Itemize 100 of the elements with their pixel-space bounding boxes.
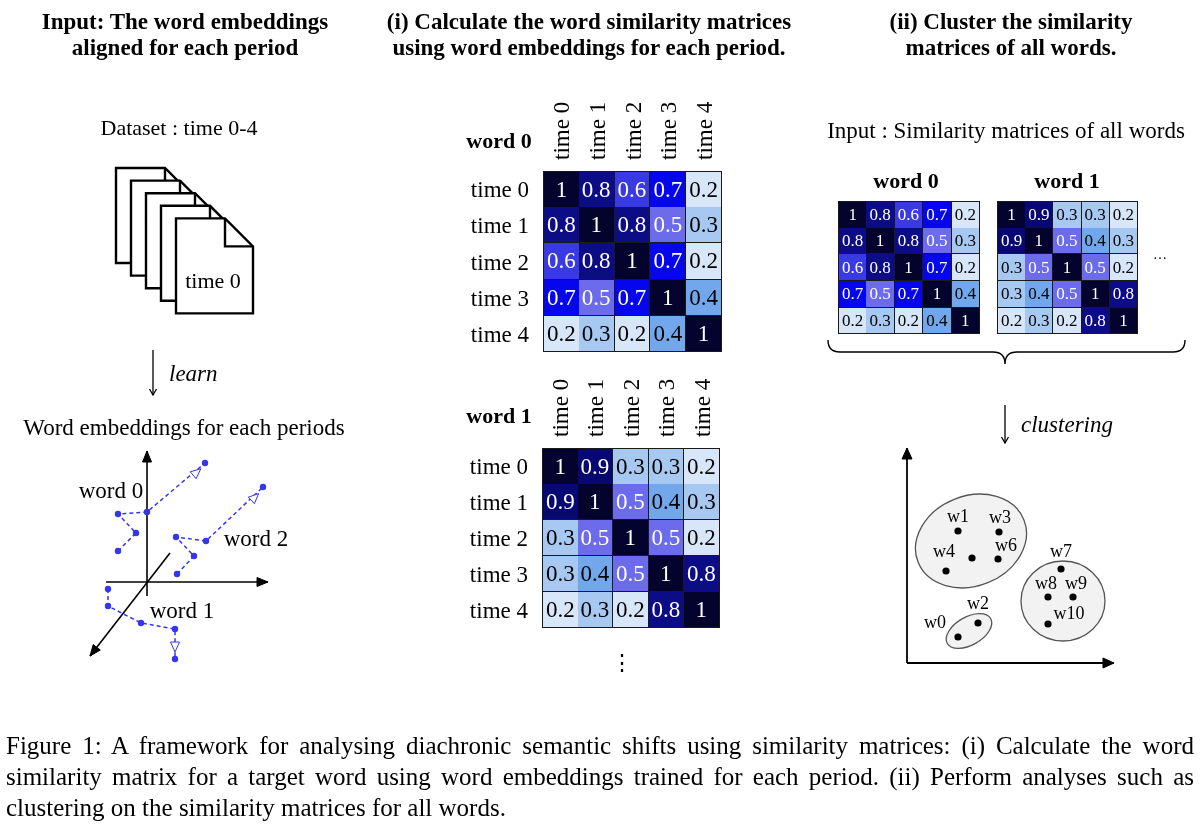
heatmap-cell: 0.9 <box>542 484 579 520</box>
edge-label: clustering <box>1021 412 1113 436</box>
heatmap-cell: 0.5 <box>1053 227 1082 255</box>
panel-heading: Input : Similarity matrices of all words <box>827 118 1185 142</box>
heatmap-cell: 0.3 <box>1081 201 1110 229</box>
heatmap-cell: 0.3 <box>866 307 895 335</box>
heatmap-cell: 0.8 <box>866 201 895 229</box>
heatmap-cell: 0.2 <box>1053 307 1082 335</box>
arrow <box>148 349 158 396</box>
heatmap-cell: 0.3 <box>1053 201 1082 229</box>
column-label: time 4 <box>692 101 716 160</box>
matrix-title: word 0 <box>873 170 939 192</box>
heatmap-cell: 0.4 <box>650 315 687 352</box>
heatmap-cell: 0.7 <box>650 171 687 209</box>
heatmap-cell: 0.3 <box>686 207 722 244</box>
point-label: w8 <box>1035 574 1057 592</box>
heatmap-cell: 0.3 <box>577 592 613 628</box>
heatmap-cell: 0.7 <box>923 201 952 229</box>
row-label: time 1 <box>470 213 529 237</box>
heatmap-cell: 0.3 <box>684 484 720 520</box>
heatmap-cell: 0.2 <box>543 315 580 352</box>
heatmap-cell: 0.5 <box>1025 254 1054 282</box>
column-label: time 4 <box>690 378 714 437</box>
heatmap-cell: 0.9 <box>1025 201 1054 229</box>
heatmap-cell: 0.3 <box>542 520 579 556</box>
row-label: time 4 <box>469 598 528 622</box>
heatmap-cell: 0.3 <box>997 254 1027 282</box>
row-label: time 2 <box>470 250 529 273</box>
matrix-title: word 1 <box>1034 170 1100 192</box>
row-label: time 3 <box>470 286 529 310</box>
ellipsis: … <box>1153 248 1167 262</box>
column-label: time 3 <box>656 101 680 160</box>
heatmap-cell: 1 <box>894 254 924 282</box>
heatmap-cell: 1 <box>923 281 952 308</box>
point-label: w1 <box>947 507 969 525</box>
row-label: time 0 <box>470 177 529 201</box>
heatmap-cell: 1 <box>866 227 895 255</box>
heatmap-cell: 0.6 <box>838 254 868 282</box>
heatmap-cell: 0.2 <box>542 592 579 628</box>
point-label: w2 <box>967 594 989 612</box>
heatmap-cell: 0.6 <box>894 201 924 229</box>
row-label: time 3 <box>469 562 528 586</box>
heatmap-cell: 0.8 <box>543 207 580 244</box>
heatmap-cell: 1 <box>1025 227 1054 255</box>
heatmap-cell: 0.6 <box>543 243 580 280</box>
heatmap-cell: 0.8 <box>578 243 615 280</box>
heatmap-cell: 1 <box>542 448 579 485</box>
heatmap-cell: 0.2 <box>686 171 722 209</box>
heatmap-cell: 0.4 <box>686 279 722 316</box>
heatmap-cell: 1 <box>578 207 615 244</box>
column-label: time 2 <box>621 101 644 160</box>
matrix-title: word 1 <box>466 405 532 427</box>
heatmap-cell: 0.2 <box>951 201 980 229</box>
figure-caption: Figure 1: A framework for analysing diachronic semantic shifts using similarity matrices: (i) Calculate the word similarity matrix for a target word using word embeddings trained for each period. (ii) Perform analyses such as clustering on the similarity matrices for all words. <box>6 731 1194 823</box>
heatmap-cell: 0.5 <box>613 556 649 592</box>
document-label: time 0 <box>185 270 241 292</box>
column-heading: (ii) Cluster the similarity matrices of all words. <box>888 9 1134 61</box>
heatmap-cell: 1 <box>686 315 722 352</box>
heatmap-cell: 0.7 <box>923 254 952 282</box>
column-label: time 1 <box>585 101 609 160</box>
column-heading: (i) Calculate the word similarity matrices using word embeddings for each period. <box>385 9 793 61</box>
heatmap-cell: 0.8 <box>648 592 684 628</box>
heatmap-cell: 0.7 <box>838 281 868 308</box>
heatmap-cell: 0.5 <box>1081 254 1110 282</box>
row-label: time 4 <box>470 322 529 346</box>
heatmap-cell: 0.8 <box>866 254 895 282</box>
heatmap-cell: 0.5 <box>648 520 684 556</box>
column-label: time 2 <box>619 378 643 437</box>
heatmap-cell: 0.2 <box>951 254 980 282</box>
heatmap-cell: 0.2 <box>684 520 720 556</box>
heatmap-cell: 1 <box>613 520 649 556</box>
vertical-ellipsis: ⋮ <box>611 652 633 674</box>
heatmap-cell: 0.8 <box>1109 281 1138 308</box>
heatmap-cell: 0.4 <box>577 556 613 592</box>
row-label: time 0 <box>469 454 528 478</box>
heatmap-cell: 0.3 <box>542 556 579 592</box>
heatmap-cell: 1 <box>543 171 580 209</box>
heatmap-cell: 1 <box>577 484 613 520</box>
point-label: w4 <box>933 542 955 560</box>
heatmap-cell: 0.7 <box>543 279 580 316</box>
heatmap-cell: 0.2 <box>686 243 722 280</box>
point-label: w9 <box>1065 574 1087 592</box>
row-label: time 2 <box>469 526 528 550</box>
heatmap-cell: 0.2 <box>613 592 649 628</box>
heatmap-cell: 0.8 <box>684 556 720 592</box>
heatmap-cell: 0.2 <box>684 448 720 485</box>
heatmap-cell: 0.4 <box>1025 281 1054 308</box>
heatmap-cell: 1 <box>997 201 1027 229</box>
word-label: word 0 <box>78 478 144 502</box>
heatmap-cell: 0.3 <box>1025 307 1054 335</box>
matrix-title: word 0 <box>466 130 532 152</box>
heatmap-cell: 1 <box>684 592 720 628</box>
heatmap-cell: 0.5 <box>866 281 895 308</box>
heatmap-cell: 1 <box>838 201 868 229</box>
column-heading: Input: The word embeddings aligned for each period <box>40 9 330 61</box>
heatmap-cell: 0.5 <box>1053 281 1082 308</box>
heatmap-cell: 0.8 <box>614 207 651 244</box>
column-label: time 0 <box>549 101 573 160</box>
heatmap-cell: 0.3 <box>613 448 649 485</box>
column-label: time 1 <box>583 378 607 437</box>
